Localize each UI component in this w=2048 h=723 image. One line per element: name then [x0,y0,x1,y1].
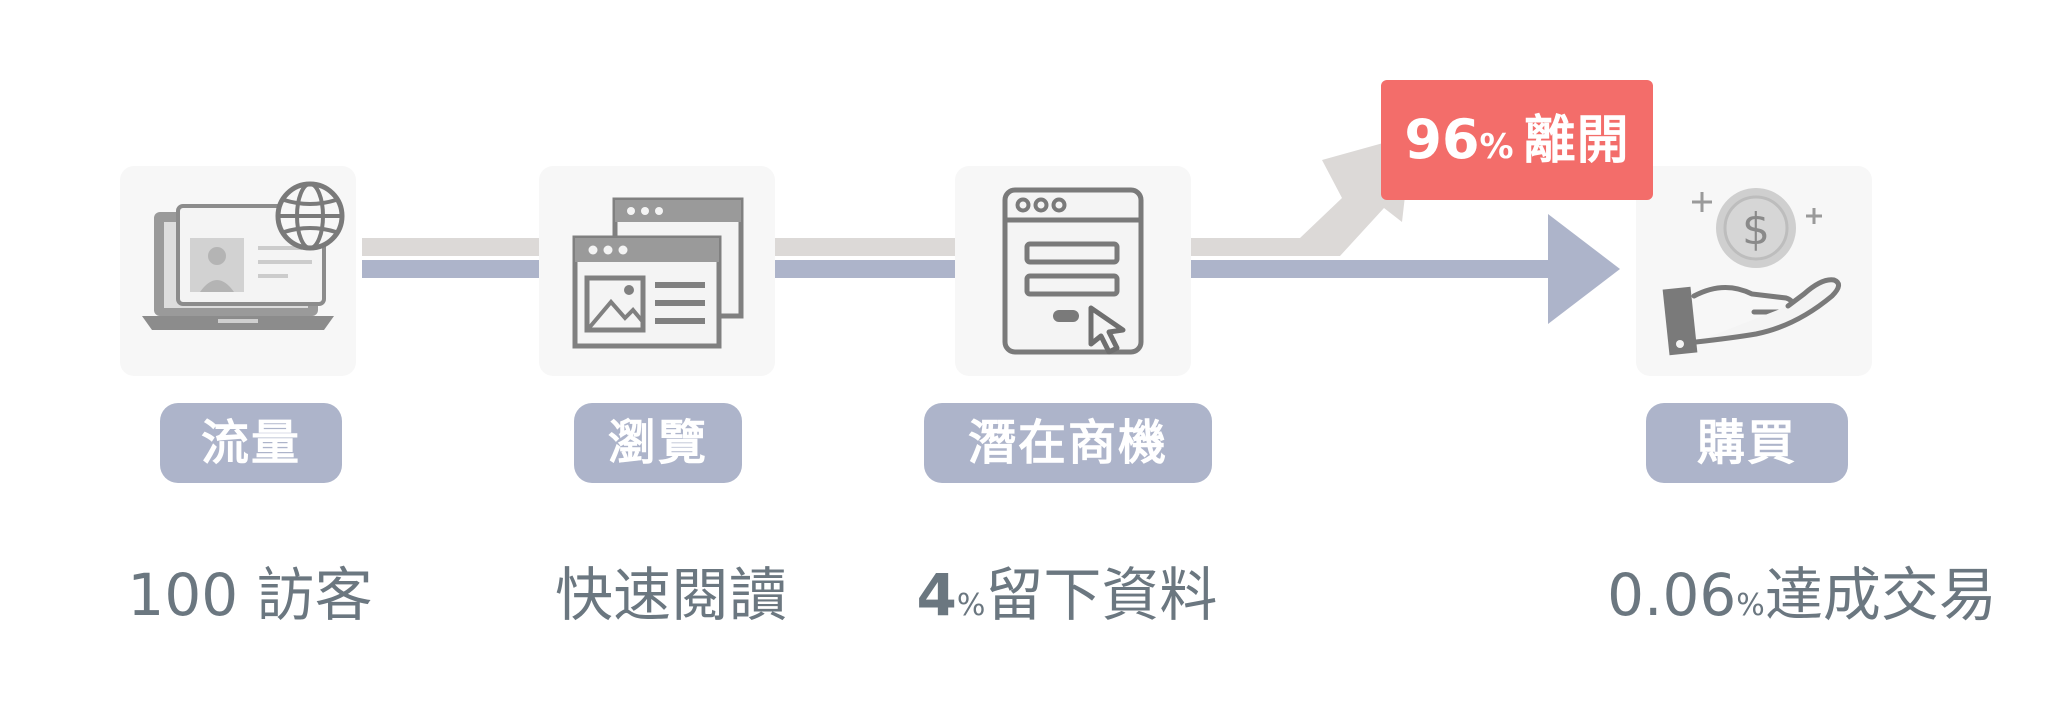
stage-browse-tile [539,166,775,376]
form-cursor-icon [1002,187,1144,355]
main-flow-arrow-head [1548,214,1620,324]
caption-traffic: 100 訪客 [127,561,373,629]
stage-badge-lead: 潛在商機 [924,403,1212,483]
caption-lead-value: 4 [916,561,957,629]
stage-lead-tile [955,166,1191,376]
caption-purchase: 0.06%達成交易 [1592,555,2012,635]
leave-rate-value: 96 [1404,108,1480,171]
caption-lead: 4%留下資料 [902,555,1232,635]
svg-text:$: $ [1742,204,1770,255]
caption-purchase-value: 0.06 [1607,561,1737,629]
stage-purchase-tile: $ [1636,166,1872,376]
caption-purchase-text: 達成交易 [1764,561,1997,629]
caption-purchase-unit: % [1736,588,1765,623]
stage-badge-browse: 瀏覽 [574,403,742,483]
caption-lead-unit: % [956,588,986,623]
stage-badge-purchase: 購買 [1646,403,1848,483]
caption-lead-text: 留下資料 [985,561,1218,629]
leave-rate-box: 96%離開 [1381,80,1653,200]
leave-arrow [362,135,1412,256]
stage-traffic-tile [120,166,356,376]
stage-badge-traffic: 流量 [160,403,342,483]
caption-browse: 快速閱讀 [554,561,787,629]
hand-coin-icon: $ [1662,188,1841,356]
browser-windows-icon [572,197,744,349]
leave-rate-label: 離開 [1523,111,1630,171]
leave-rate-unit: % [1479,127,1514,167]
laptop-globe-icon [142,181,345,330]
